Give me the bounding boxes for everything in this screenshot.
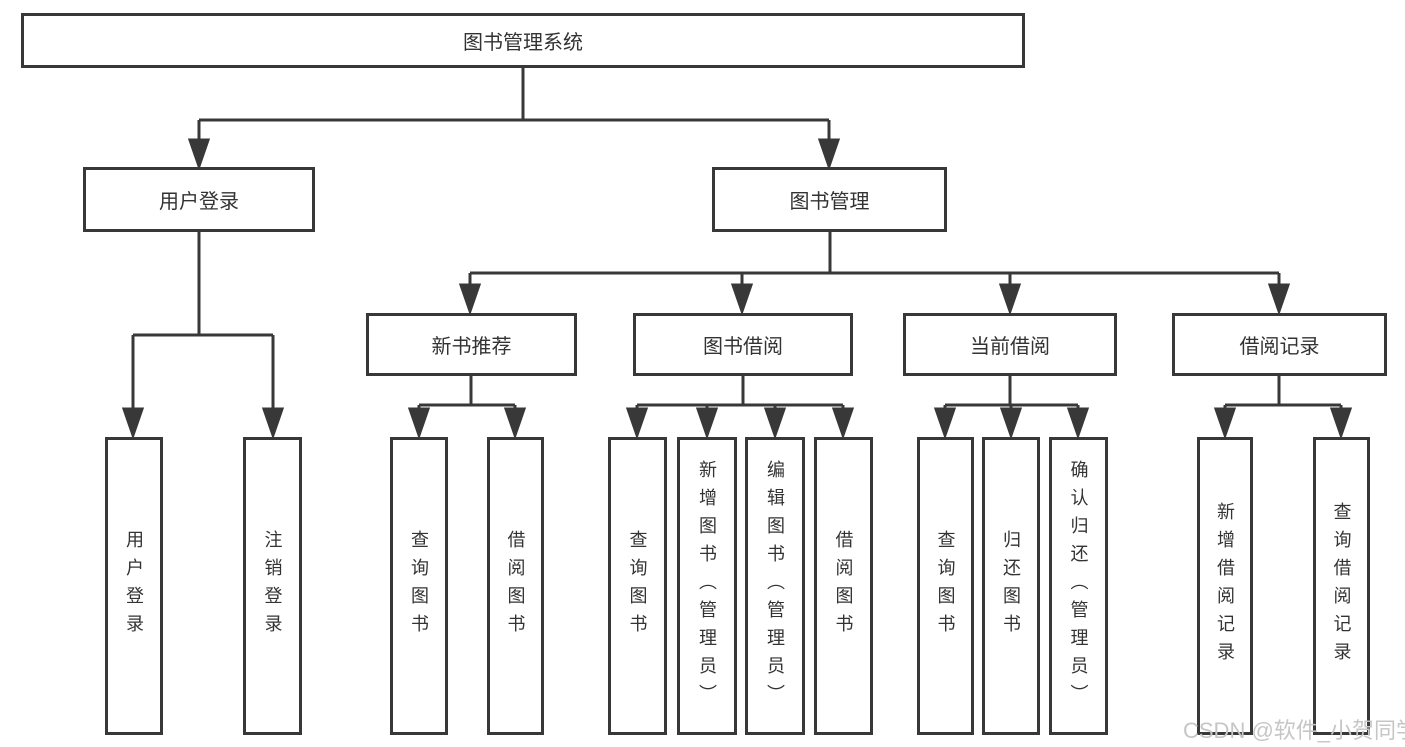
arrowhead [831, 407, 855, 440]
arrowhead [933, 407, 957, 440]
connector-root-to-level2 [187, 68, 841, 171]
connector-book-management-to-level3 [458, 232, 1291, 316]
node-library-management-system-label: 图书管理系统 [463, 32, 583, 54]
node-book-management: 图书管理 [712, 167, 947, 232]
leaf-return-books-label: 归还图书 [1001, 530, 1021, 642]
leaf-borrowing-query-books-label: 查询图书 [627, 530, 648, 642]
arrowhead [695, 407, 719, 440]
arrowhead [1329, 407, 1353, 440]
leaf-borrowing-query-books: 查询图书 [608, 437, 667, 735]
arrowhead [503, 407, 527, 440]
node-user-login: 用户登录 [83, 167, 315, 232]
leaf-recommend-query-books: 查询图书 [390, 437, 448, 735]
node-borrowing-records-label: 借阅记录 [1239, 336, 1320, 358]
leaf-add-borrow-record: 新增借阅记录 [1197, 437, 1253, 735]
arrowhead [625, 407, 649, 440]
connector-user-login-to-leaves [121, 232, 285, 440]
leaf-borrowing-borrow-books-label: 借阅图书 [833, 530, 854, 642]
arrowhead [407, 407, 431, 440]
arrowhead [1267, 283, 1291, 316]
leaf-recommend-borrow-books: 借阅图书 [487, 437, 544, 735]
leaf-confirm-return-admin-label: 确认归还（管理员） [1068, 460, 1089, 712]
leaf-query-borrow-record: 查询借阅记录 [1313, 437, 1370, 735]
arrowhead [730, 283, 754, 316]
arrowhead [999, 407, 1023, 440]
node-borrowing-records: 借阅记录 [1172, 313, 1387, 376]
node-new-book-recommendation-label: 新书推荐 [431, 336, 512, 358]
arrowhead [1213, 407, 1237, 440]
arrowhead [1066, 407, 1090, 440]
node-book-borrowing-label: 图书借阅 [703, 336, 783, 358]
leaf-add-books-admin: 新增图书（管理员） [677, 437, 737, 735]
leaf-add-books-admin-label: 新增图书（管理员） [697, 460, 717, 712]
leaf-logout-login: 注销登录 [243, 437, 302, 735]
arrowhead [458, 283, 482, 316]
connector-borrowing-records-to-leaves [1213, 376, 1353, 440]
arrowhead [817, 138, 841, 171]
leaf-user-login-label: 用户登录 [124, 530, 144, 642]
leaf-borrowing-borrow-books: 借阅图书 [814, 437, 873, 735]
leaf-edit-books-admin-label: 编辑图书（管理员） [765, 460, 785, 712]
arrowhead [763, 407, 787, 440]
arrowhead [261, 407, 285, 440]
leaf-confirm-return-admin: 确认归还（管理员） [1049, 437, 1108, 735]
leaf-recommend-borrow-books-label: 借阅图书 [505, 530, 526, 642]
csdn-watermark: CSDN @软件_小贺同学 [1183, 718, 1405, 743]
connector-new-book-recommendation-to-leaves [407, 376, 527, 440]
node-user-login-label: 用户登录 [159, 191, 239, 213]
node-current-borrowing-label: 当前借阅 [970, 336, 1050, 358]
node-library-management-system: 图书管理系统 [21, 13, 1025, 68]
arrowhead [998, 283, 1022, 316]
leaf-user-login: 用户登录 [105, 437, 163, 735]
arrowhead [121, 407, 145, 440]
leaf-add-borrow-record-label: 新增借阅记录 [1215, 502, 1235, 670]
connector-current-borrowing-to-leaves [933, 376, 1090, 440]
leaf-edit-books-admin: 编辑图书（管理员） [745, 437, 805, 735]
connector-book-borrowing-to-leaves [625, 376, 855, 440]
leaf-query-borrow-record-label: 查询借阅记录 [1331, 502, 1352, 670]
leaf-current-query-books-label: 查询图书 [935, 530, 956, 642]
leaf-current-query-books: 查询图书 [917, 437, 974, 735]
node-current-borrowing: 当前借阅 [903, 313, 1117, 376]
node-new-book-recommendation: 新书推荐 [366, 313, 577, 376]
leaf-logout-login-label: 注销登录 [262, 530, 283, 642]
node-book-management-label: 图书管理 [789, 191, 870, 213]
leaf-return-books: 归还图书 [982, 437, 1040, 735]
node-book-borrowing: 图书借阅 [633, 313, 853, 376]
leaf-recommend-query-books-label: 查询图书 [409, 530, 429, 642]
arrowhead [187, 138, 211, 171]
